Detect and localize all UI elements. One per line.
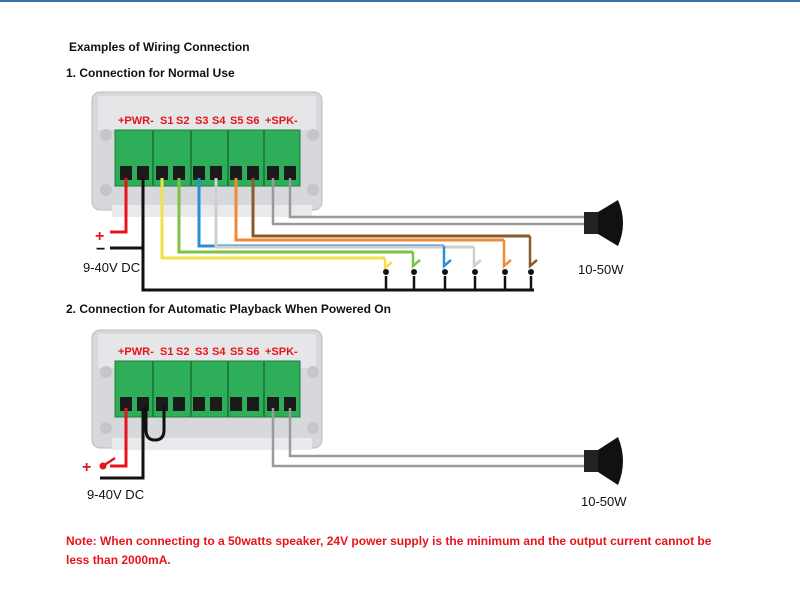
speaker-wire-a-1 xyxy=(271,178,590,226)
power-wire-red-1 xyxy=(110,178,128,234)
terminal-label-pwr-1: +PWR- xyxy=(118,115,154,127)
power-wire-red-2 xyxy=(110,408,128,468)
mount-hole-1c xyxy=(100,184,112,196)
speaker-icon-2 xyxy=(584,437,623,485)
mount-hole-2d xyxy=(307,422,319,434)
terminal-label-s4-2: S4 xyxy=(212,346,226,358)
page-heading: Examples of Wiring Connection xyxy=(69,40,250,54)
mount-hole-1a xyxy=(100,129,112,141)
terminal-label-spk-2: +SPK- xyxy=(265,346,298,358)
terminal-label-s6-2: S6 xyxy=(246,346,259,358)
speaker-label-1: 10-50W xyxy=(578,262,624,277)
mount-hole-2b xyxy=(307,366,319,378)
terminal-label-s6-1: S6 xyxy=(246,115,259,127)
terminal-label-spk-1: +SPK- xyxy=(265,115,298,127)
terminal-label-s2-1: S2 xyxy=(176,115,189,127)
switch-icon xyxy=(383,236,538,290)
wire-s4-white xyxy=(214,178,474,249)
plus-sign-1: + xyxy=(95,228,104,245)
note-text: Note: When connecting to a 50watts speak… xyxy=(66,534,712,567)
terminal-label-s2-2: S2 xyxy=(176,346,189,358)
mount-hole-1d xyxy=(307,184,319,196)
power-wire-black-2 xyxy=(100,408,145,480)
mount-hole-2a xyxy=(100,366,112,378)
wire-s5-orange xyxy=(234,178,504,242)
speaker-wire-b-1 xyxy=(288,178,590,219)
terminal-label-s1-2: S1 xyxy=(160,346,173,358)
terminal-label-s5-1: S5 xyxy=(230,115,243,127)
speaker-label-2: 10-50W xyxy=(581,494,627,509)
switch-caps-1 xyxy=(383,269,534,275)
speaker-wire-a-2 xyxy=(271,408,590,468)
section-1-title: 1. Connection for Normal Use xyxy=(66,66,235,80)
ground-common-wire-1 xyxy=(141,178,534,292)
wire-s1-yellow xyxy=(160,178,385,260)
terminal-block-1 xyxy=(114,129,301,187)
top-divider xyxy=(0,0,800,2)
power-label-1: 9-40V DC xyxy=(83,260,141,275)
terminal-label-s4-1: S4 xyxy=(212,115,226,127)
speaker-wire-b-2 xyxy=(288,408,590,458)
mount-hole-1b xyxy=(307,129,319,141)
housing-base-2 xyxy=(112,438,312,450)
housing-top-1 xyxy=(98,96,316,130)
wire-s2-green xyxy=(177,178,413,254)
section-2-title: 2. Connection for Automatic Playback Whe… xyxy=(66,302,391,316)
power-plus-icon xyxy=(99,456,116,470)
mount-hole-2c xyxy=(100,422,112,434)
terminal-label-s3-2: S3 xyxy=(195,346,208,358)
plus-sign-2: + xyxy=(82,459,91,476)
minus-sign-1: − xyxy=(96,241,105,258)
terminal-label-pwr-2: +PWR- xyxy=(118,346,154,358)
power-label-2: 9-40V DC xyxy=(87,487,145,502)
terminal-label-s1-1: S1 xyxy=(160,115,173,127)
speaker-icon xyxy=(584,200,623,246)
terminal-label-s5-2: S5 xyxy=(230,346,243,358)
jumper-wire xyxy=(144,406,166,442)
terminal-label-s3-1: S3 xyxy=(195,115,208,127)
wire-s6-brown xyxy=(251,178,530,238)
